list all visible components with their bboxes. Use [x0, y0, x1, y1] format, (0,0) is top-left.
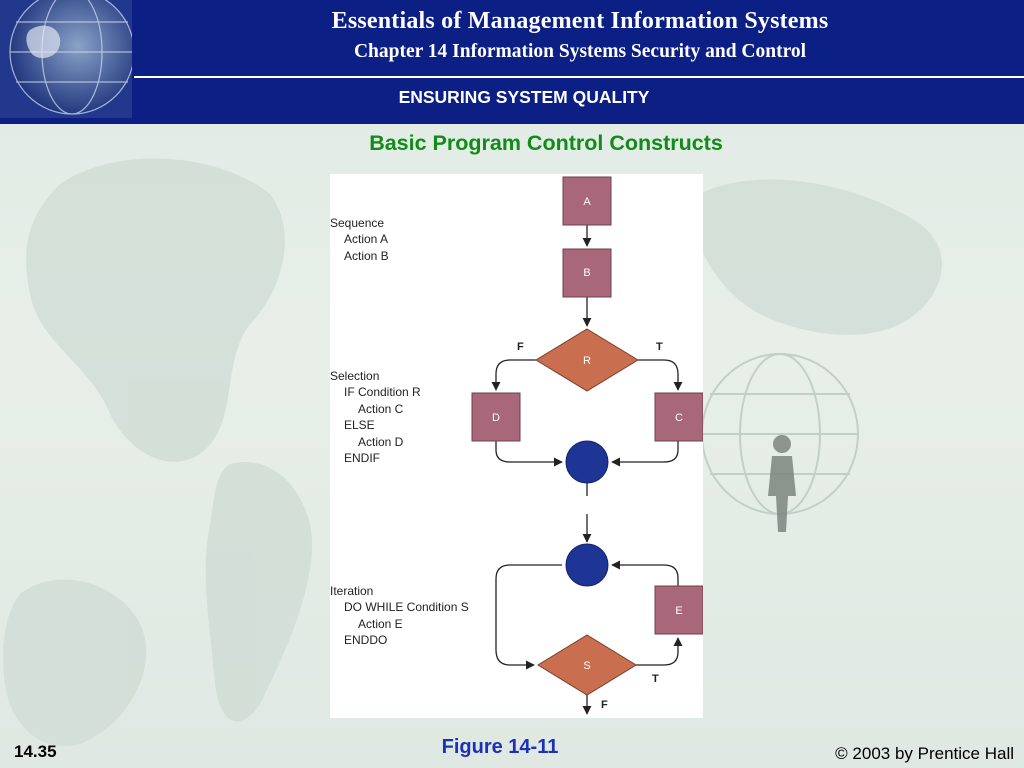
- figure-caption: Figure 14-11: [441, 736, 559, 758]
- box-e: E: [654, 585, 703, 635]
- box-d: D: [471, 392, 521, 442]
- iteration-title: Iteration: [330, 584, 373, 598]
- selection-title: Selection: [330, 369, 379, 383]
- box-b: B: [562, 248, 612, 298]
- selection-merge-node: [565, 440, 609, 484]
- flowchart-diagram: Sequence Action A Action B Selection IF …: [330, 176, 703, 715]
- iteration-false-label: F: [601, 699, 608, 711]
- slide-number: 14.35: [14, 742, 57, 761]
- box-a-label: A: [583, 196, 591, 208]
- box-d-label: D: [492, 412, 500, 424]
- selection-line-2: Action C: [358, 402, 404, 416]
- connector-r-true: [638, 359, 683, 391]
- connector-loop-to-s: [495, 564, 562, 670]
- iteration-line-1: DO WHILE Condition S: [344, 600, 469, 614]
- header-subtitle: Chapter 14 Information Systems Security …: [353, 41, 807, 62]
- decision-s-label: S: [583, 660, 590, 672]
- selection-line-1: IF Condition R: [344, 385, 421, 399]
- selection-line-3: ELSE: [344, 418, 375, 432]
- selection-line-4: Action D: [358, 435, 404, 449]
- connector-r-false: [491, 359, 536, 391]
- slide-header: Essentials of Management Information Sys…: [0, 0, 1024, 124]
- flow-connectors: [491, 225, 683, 715]
- sequence-line-1: Action A: [344, 232, 388, 246]
- connector-c-merge: [611, 441, 679, 467]
- selection-true-label: T: [656, 341, 663, 353]
- selection-pseudocode: Selection IF Condition R Action C ELSE A…: [330, 369, 421, 465]
- decision-r-label: R: [583, 355, 591, 367]
- connector-s-true: [636, 637, 683, 666]
- globe-logo-icon: [0, 0, 132, 118]
- iteration-join-node: [565, 543, 609, 587]
- sequence-line-2: Action B: [344, 249, 389, 263]
- connector-e-return: [611, 560, 679, 586]
- iteration-line-3: ENDDO: [344, 633, 387, 647]
- control-constructs-figure: Sequence Action A Action B Selection IF …: [330, 174, 703, 718]
- sequence-title: Sequence: [330, 216, 384, 230]
- copyright-notice: © 2003 by Prentice Hall: [835, 744, 1014, 763]
- connector-d-merge: [495, 441, 563, 467]
- selection-false-label: F: [517, 341, 524, 353]
- decision-r: R: [535, 328, 639, 392]
- slide-heading: Basic Program Control Constructs: [369, 131, 723, 155]
- sequence-pseudocode: Sequence Action A Action B: [330, 216, 389, 263]
- iteration-pseudocode: Iteration DO WHILE Condition S Action E …: [330, 584, 469, 647]
- header-title: Essentials of Management Information Sys…: [331, 8, 829, 34]
- iteration-line-2: Action E: [358, 617, 403, 631]
- box-b-label: B: [583, 267, 590, 279]
- selection-line-5: ENDIF: [344, 451, 380, 465]
- iteration-true-label: T: [652, 673, 659, 685]
- box-c-label: C: [675, 412, 683, 424]
- section-title: ENSURING SYSTEM QUALITY: [398, 87, 650, 107]
- background-world-map: [3, 158, 942, 746]
- box-e-label: E: [675, 605, 682, 617]
- decision-s: S: [537, 634, 637, 696]
- header-divider: [134, 76, 1024, 78]
- box-c: C: [654, 392, 703, 442]
- box-a: A: [562, 176, 612, 226]
